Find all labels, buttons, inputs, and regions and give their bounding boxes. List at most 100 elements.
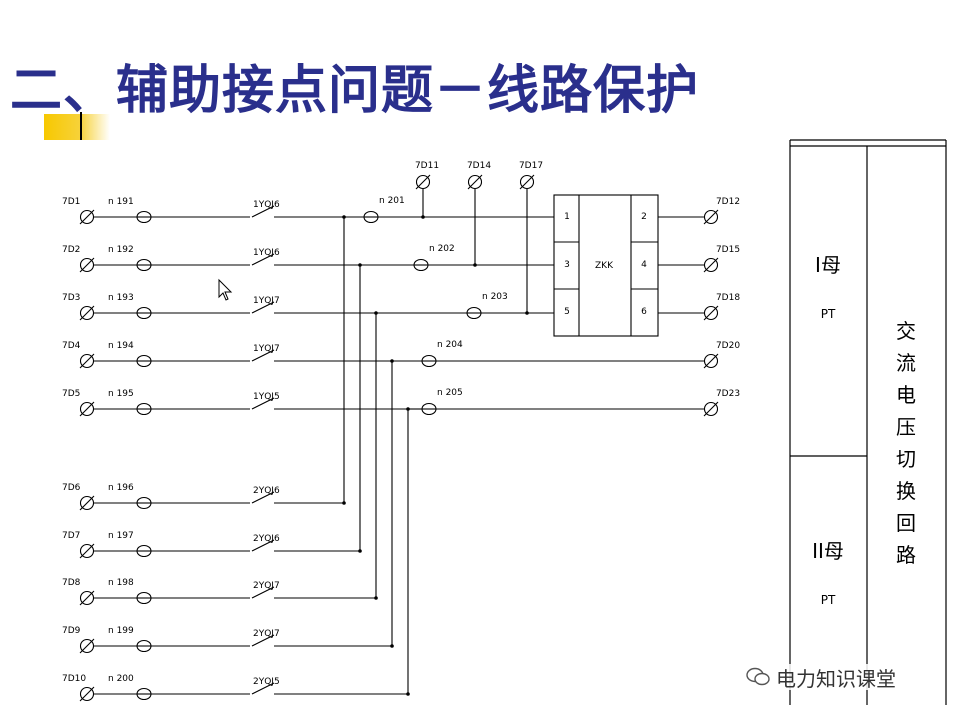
- bus-fuse-label-3: n 203: [482, 292, 508, 302]
- terminal-7d6: [79, 495, 95, 511]
- contact-5: [251, 397, 275, 410]
- bus-fuse-label-1: n 201: [379, 196, 405, 206]
- terminal-7d15: [703, 257, 719, 273]
- vertical-char-5: 切: [896, 447, 916, 471]
- terminal-label-7d11: 7D11: [415, 161, 439, 171]
- contact-6: [251, 491, 275, 504]
- contact-label-8: 2YQJ7: [253, 581, 280, 591]
- node-top-2: [473, 263, 477, 267]
- terminal-label-7d6: 7D6: [62, 483, 81, 493]
- terminal-7d3: [79, 305, 95, 321]
- fuse-label-10: n 200: [108, 674, 134, 684]
- terminal-7d4: [79, 353, 95, 369]
- terminal-7d10: [79, 686, 95, 702]
- terminal-label-7d4: 7D4: [62, 341, 81, 351]
- mouse-pointer-icon: [218, 278, 233, 301]
- text-cursor-icon: [80, 112, 82, 140]
- node-row-6: [342, 501, 346, 505]
- terminal-label-7d12: 7D12: [716, 197, 740, 207]
- contact-9: [251, 634, 275, 647]
- fuse-1: [136, 210, 152, 224]
- bus-2-label: II母: [812, 539, 844, 563]
- contact-label-9: 2YQJ7: [253, 629, 280, 639]
- fuse-label-7: n 197: [108, 531, 134, 541]
- contact-2: [251, 253, 275, 266]
- node-row-2: [358, 263, 362, 267]
- contact-4: [251, 349, 275, 362]
- fuse-10: [136, 687, 152, 701]
- zkk-pin-3: 3: [564, 260, 570, 270]
- contact-label-2: 1YQJ6: [253, 248, 280, 258]
- contact-label-7: 2YQJ6: [253, 534, 280, 544]
- node-row-7: [358, 549, 362, 553]
- terminal-7d17: [519, 174, 535, 190]
- fuse-label-9: n 199: [108, 626, 134, 636]
- terminal-7d9: [79, 638, 95, 654]
- contact-label-3: 1YQJ7: [253, 296, 280, 306]
- fuse-5: [136, 402, 152, 416]
- node-row-8: [374, 596, 378, 600]
- terminal-label-7d18: 7D18: [716, 293, 740, 303]
- fuse-label-8: n 198: [108, 578, 134, 588]
- node-top-3: [525, 311, 529, 315]
- terminal-label-7d8: 7D8: [62, 578, 81, 588]
- node-row-10: [406, 692, 410, 696]
- contact-7: [251, 539, 275, 552]
- node-row-3: [374, 311, 378, 315]
- contact-label-5: 1YQJ5: [253, 392, 280, 402]
- bus-fuse-5: [421, 402, 437, 416]
- bus-fuse-1: [363, 210, 379, 224]
- terminal-label-7d17: 7D17: [519, 161, 543, 171]
- terminal-7d14: [467, 174, 483, 190]
- wechat-icon: [746, 667, 770, 686]
- zkk-label: ZKK: [595, 261, 614, 271]
- contact-label-4: 1YQJ7: [253, 344, 280, 354]
- bus-2-pt-label: PT: [821, 593, 836, 607]
- fuse-9: [136, 639, 152, 653]
- bus-fuse-2: [413, 258, 429, 272]
- terminal-label-7d3: 7D3: [62, 293, 80, 303]
- slide-title: 二、辅助接点问题－线路保护: [10, 61, 700, 121]
- fuse-label-5: n 195: [108, 389, 134, 399]
- zkk-pin-5: 5: [564, 307, 570, 317]
- title-accent-bar: [44, 114, 110, 140]
- terminal-7d11: [415, 174, 431, 190]
- fuse-8: [136, 591, 152, 605]
- terminal-label-7d5: 7D5: [62, 389, 80, 399]
- contact-label-1: 1YQJ6: [253, 200, 280, 210]
- terminal-label-7d10: 7D10: [62, 674, 86, 684]
- watermark: 电力知识课堂: [742, 664, 900, 691]
- vertical-char-2: 流: [896, 351, 916, 375]
- node-row-4: [390, 359, 394, 363]
- bus-fuse-label-2: n 202: [429, 244, 455, 254]
- vertical-char-1: 交: [896, 319, 916, 343]
- terminal-7d23: [703, 401, 719, 417]
- terminal-7d8: [79, 590, 95, 606]
- contact-3: [251, 301, 275, 314]
- fuse-label-4: n 194: [108, 341, 134, 351]
- zkk-pin-2: 2: [641, 212, 647, 222]
- bus-1-label: I母: [815, 253, 841, 277]
- terminal-7d18: [703, 305, 719, 321]
- terminal-7d12: [703, 209, 719, 225]
- fuse-6: [136, 496, 152, 510]
- node-top-1: [421, 215, 425, 219]
- zkk-switch-box: [553, 194, 659, 337]
- terminal-7d1: [79, 209, 95, 225]
- vertical-char-4: 压: [896, 415, 916, 439]
- terminal-label-7d2: 7D2: [62, 245, 80, 255]
- fuse-label-1: n 191: [108, 197, 134, 207]
- terminal-label-7d7: 7D7: [62, 531, 80, 541]
- bus-fuse-4: [421, 354, 437, 368]
- fuse-2: [136, 258, 152, 272]
- vertical-char-6: 换: [896, 479, 916, 503]
- fuse-7: [136, 544, 152, 558]
- terminal-7d7: [79, 543, 95, 559]
- side-panel: [789, 139, 947, 705]
- node-row-1: [342, 215, 346, 219]
- fuse-3: [136, 306, 152, 320]
- terminal-label-7d14: 7D14: [467, 161, 491, 171]
- node-row-5: [406, 407, 410, 411]
- vertical-char-3: 电: [896, 383, 916, 407]
